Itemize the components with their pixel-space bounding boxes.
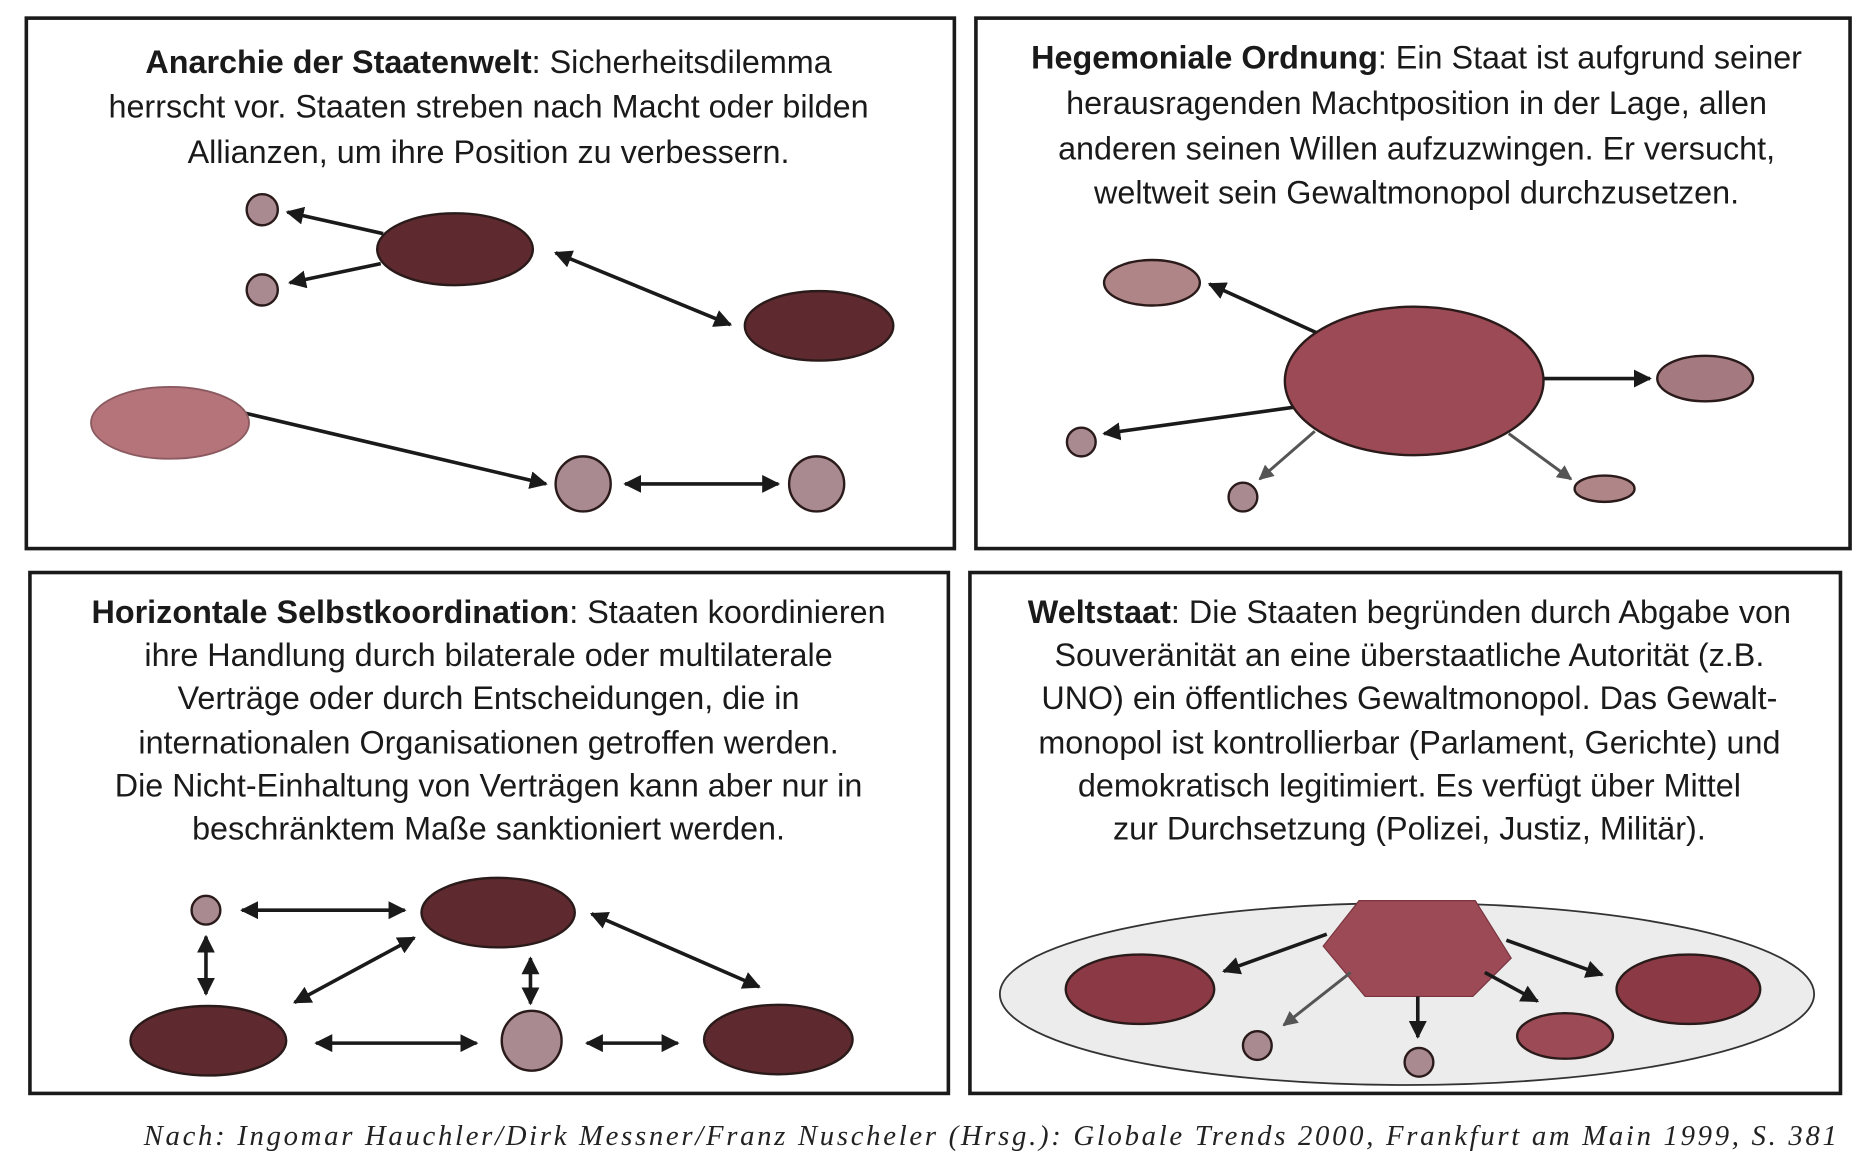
- panel-text-line: weltweit sein Gewaltmonopol durchzusetze…: [1093, 175, 1739, 211]
- state: [1064, 953, 1216, 1026]
- small-state: [554, 455, 612, 513]
- hegemon: [1283, 305, 1545, 457]
- small-state: [500, 1009, 563, 1072]
- medium-state: [90, 386, 250, 460]
- panel-hegemonie: Hegemoniale Ordnung: Ein Staat ist aufgr…: [974, 16, 1852, 551]
- panel-text-line: Weltstaat: Die Staaten begründen durch A…: [1028, 594, 1791, 630]
- state: [1515, 1011, 1615, 1060]
- panel-text-line: internationalen Organisationen getroffen…: [138, 724, 838, 760]
- panel-anarchie: Anarchie der Staatenwelt: Sicherheitsdil…: [24, 16, 957, 551]
- double-arrow: [292, 936, 416, 1004]
- great-power: [420, 876, 576, 949]
- small-state: [1227, 481, 1259, 513]
- arrow: [1222, 932, 1328, 975]
- great-power: [702, 1003, 854, 1076]
- state: [1615, 953, 1762, 1026]
- panel-text-line: Souveränität an eine überstaatliche Auto…: [1054, 637, 1764, 673]
- panel-text-line: Hegemoniale Ordnung: Ein Staat ist aufgr…: [1031, 39, 1802, 75]
- panel-text-line: Die Nicht-Einhaltung von Verträgen kann …: [115, 767, 863, 803]
- panel-text-line: Allianzen, um ihre Position zu verbesser…: [188, 134, 790, 170]
- panel-text-line: herrscht vor. Staaten streben nach Macht…: [108, 89, 868, 125]
- panel-text-line: Verträge oder durch Entscheidungen, die …: [178, 680, 800, 716]
- panel-text-line: UNO) ein öffentliches Gewaltmonopol. Das…: [1041, 680, 1777, 716]
- panel-text-line: anderen seinen Willen aufzuzwingen. Er v…: [1058, 130, 1775, 166]
- small-state: [245, 192, 280, 227]
- panel-text-line: Anarchie der Staatenwelt: Sicherheitsdil…: [145, 44, 831, 80]
- panel-weltstaat: Weltstaat: Die Staaten begründen durch A…: [968, 570, 1843, 1096]
- panel-text-line: zur Durchsetzung (Polizei, Justiz, Milit…: [1113, 811, 1706, 847]
- source-caption: Nach: Ingomar Hauchler/Dirk Messner/Fran…: [143, 1120, 1838, 1152]
- arrow: [1483, 970, 1540, 1003]
- arrow: [1207, 282, 1318, 335]
- arrow: [1282, 971, 1352, 1027]
- small-state: [245, 273, 280, 307]
- small-state: [1241, 1029, 1273, 1062]
- arrow: [288, 261, 382, 289]
- panel-text-line: ihre Handlung durch bilaterale oder mult…: [144, 637, 832, 673]
- double-arrow: [553, 250, 733, 327]
- great-power: [375, 212, 535, 287]
- state: [1102, 258, 1202, 307]
- arrow: [1258, 430, 1316, 481]
- great-power: [743, 289, 895, 362]
- panel-text-line: demokratisch legitimiert. Es verfügt übe…: [1078, 767, 1741, 803]
- state: [1656, 354, 1755, 403]
- great-power: [129, 1004, 288, 1077]
- double-arrow: [589, 912, 761, 989]
- small-state: [787, 455, 846, 513]
- world-authority-hexagon: [1322, 900, 1512, 998]
- arrow: [1102, 405, 1294, 441]
- arrow: [1507, 432, 1573, 481]
- panel-text-line: Horizontale Selbstkoordination: Staaten …: [92, 594, 886, 630]
- panel-selbstkoordination: Horizontale Selbstkoordination: Staaten …: [28, 570, 951, 1096]
- panel-frame: [24, 16, 957, 551]
- panel-text-line: herausragenden Machtposition in der Lage…: [1066, 85, 1767, 121]
- small-state: [190, 894, 222, 926]
- small-state: [1403, 1046, 1435, 1078]
- arrow: [245, 411, 548, 489]
- arrow: [285, 206, 384, 236]
- small-state: [1573, 474, 1636, 504]
- panel-text-line: beschränktem Maße sanktioniert werden.: [192, 811, 785, 847]
- panel-text-line: monopol ist kontrollierbar (Parlament, G…: [1038, 724, 1780, 760]
- small-state: [1065, 426, 1097, 458]
- arrow: [1505, 938, 1604, 978]
